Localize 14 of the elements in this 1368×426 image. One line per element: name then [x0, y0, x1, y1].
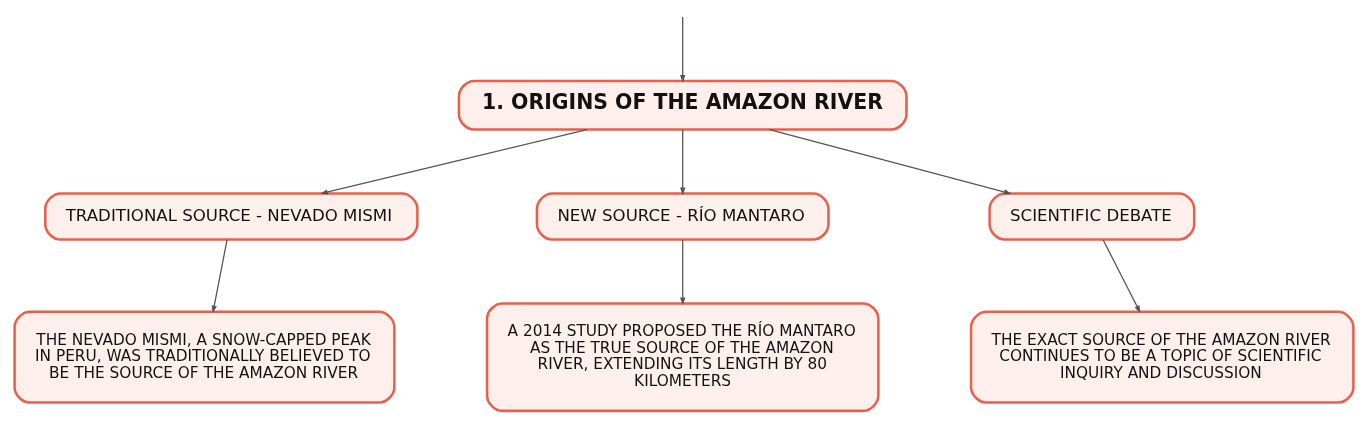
arrow [320, 128, 588, 195]
arrow [1102, 238, 1141, 313]
arrow [211, 238, 228, 313]
arrow [680, 15, 686, 83]
node-box: THE EXACT SOURCE OF THE AMAZON RIVER CONTINUES TO BE A TOPIC OF SCIENTIFIC INQUIRY AND DISCUSSION [969, 310, 1355, 404]
arrow [680, 128, 686, 195]
node-box: NEW SOURCE - RÍO MANTARO [535, 191, 830, 241]
arrow [768, 128, 1012, 195]
node-box: TRADITIONAL SOURCE - NEVADO MISMI [44, 191, 419, 241]
node-box: SCIENTIFIC DEBATE [988, 191, 1196, 241]
arrow [680, 238, 686, 305]
node-box: 1. ORIGINS OF THE AMAZON RIVER [457, 79, 908, 131]
node-box: A 2014 STUDY PROPOSED THE RÍO MANTARO AS THE TRUE SOURCE OF THE AMAZON RIVER, EXTENDING ITS LENGTH BY 80 KILOMETERS [485, 301, 880, 412]
node-box: THE NEVADO MISMI, A SNOW-CAPPED PEAK IN PERU, WAS TRADITIONALLY BELIEVED TO BE THE SOURCE OF THE AMAZON RIVER [13, 310, 396, 404]
